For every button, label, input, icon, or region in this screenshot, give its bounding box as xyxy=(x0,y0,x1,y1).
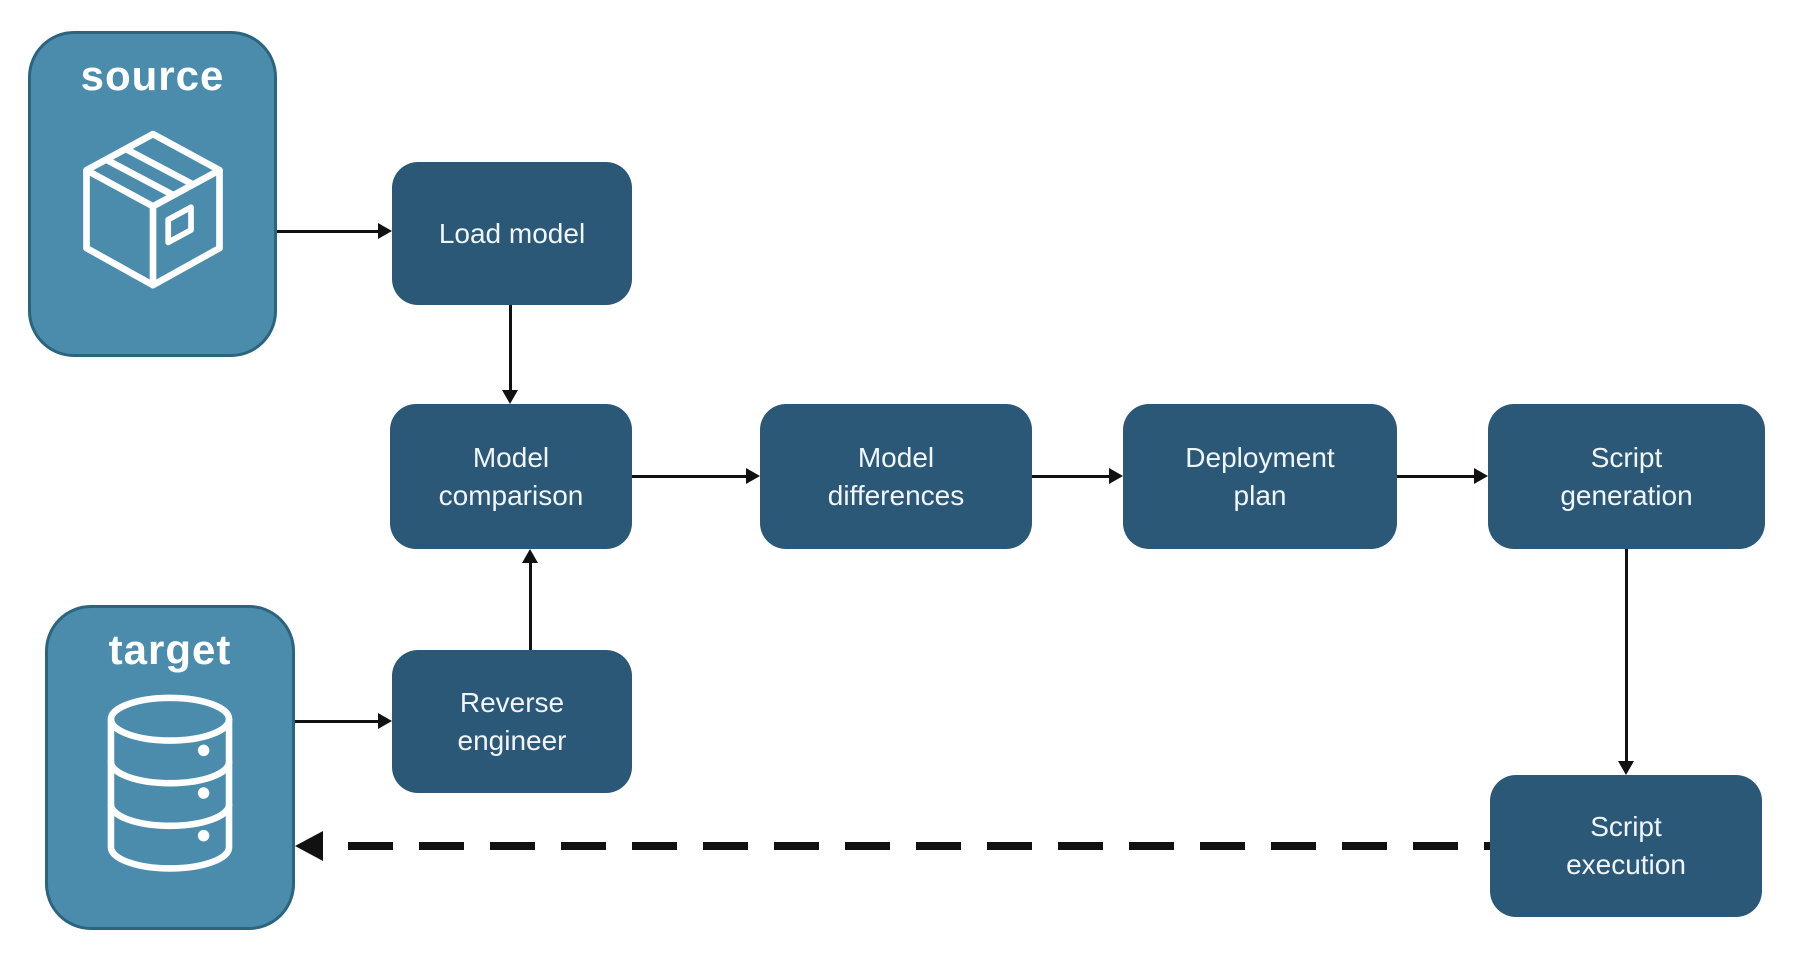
target-label: target xyxy=(108,626,232,673)
node-label: generation xyxy=(1560,479,1693,511)
node-label: Model xyxy=(857,441,935,473)
arrowhead-right-icon xyxy=(378,713,392,729)
arrow-line xyxy=(1032,475,1109,478)
node-label: Reverse xyxy=(459,686,565,718)
database-icon xyxy=(107,694,233,872)
node-label: execution xyxy=(1566,849,1686,880)
node-deployment-plan: Deployment plan xyxy=(1123,404,1397,549)
source-label: source xyxy=(80,52,225,99)
node-label: Script xyxy=(1590,441,1663,473)
node-label: Model xyxy=(472,441,550,473)
arrowhead-left-icon xyxy=(295,831,323,861)
node-script-generation: Script generation xyxy=(1488,404,1765,549)
node-label: Deployment xyxy=(1185,441,1335,473)
arrow-line xyxy=(1397,475,1474,478)
arrow-line xyxy=(295,720,378,723)
node-label: plan xyxy=(1233,479,1287,511)
arrowhead-right-icon xyxy=(378,223,392,239)
arrowhead-down-icon xyxy=(502,390,518,404)
arrow-line xyxy=(529,563,532,650)
node-label: engineer xyxy=(457,724,567,756)
node-label: Script xyxy=(1590,811,1662,842)
arrow-line xyxy=(509,305,512,391)
package-icon xyxy=(82,130,223,289)
node-reverse-engineer: Reverse engineer xyxy=(392,650,632,793)
node-script-execution: Script execution xyxy=(1490,775,1762,917)
arrow-line xyxy=(277,230,378,233)
node-load-model: Load model xyxy=(392,162,632,305)
target-container: target xyxy=(45,605,295,930)
node-label: Load model xyxy=(438,217,586,249)
node-model-comparison: Model comparison xyxy=(390,404,632,549)
dashed-arrow-line xyxy=(322,842,1490,850)
arrowhead-right-icon xyxy=(746,468,760,484)
node-label: differences xyxy=(827,479,965,511)
arrowhead-down-icon xyxy=(1618,761,1634,775)
arrowhead-up-icon xyxy=(522,549,538,563)
arrow-line xyxy=(1625,549,1628,761)
arrowhead-right-icon xyxy=(1474,468,1488,484)
arrow-line xyxy=(632,475,746,478)
node-label: comparison xyxy=(438,479,584,511)
source-container: source xyxy=(28,31,277,357)
arrowhead-right-icon xyxy=(1109,468,1123,484)
node-model-differences: Model differences xyxy=(760,404,1032,549)
